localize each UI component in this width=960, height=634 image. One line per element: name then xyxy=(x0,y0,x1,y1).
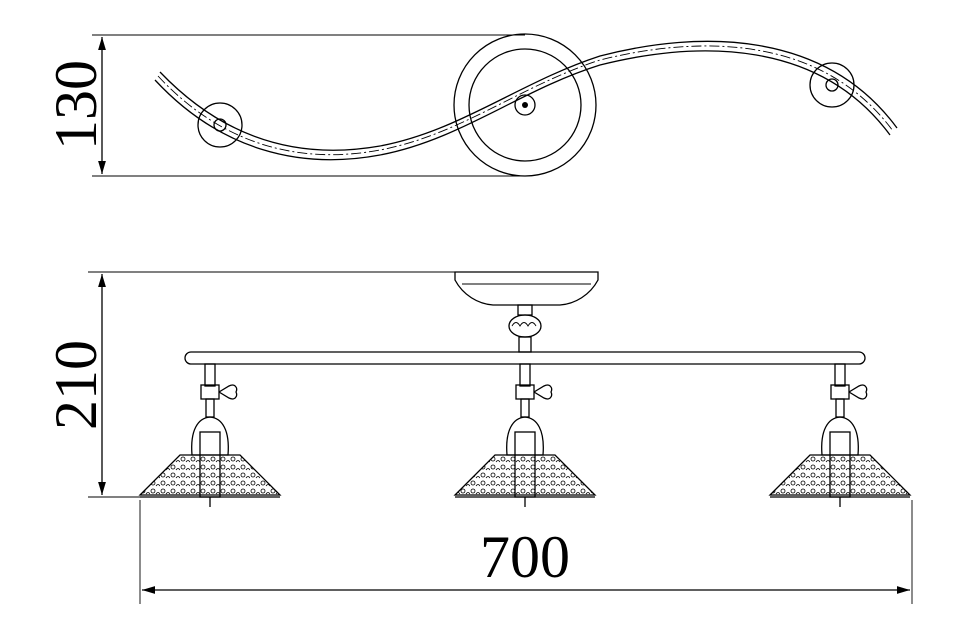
wing-nut-icon xyxy=(218,384,238,400)
lace-shade xyxy=(453,454,597,496)
depth-dimension-label: 130 xyxy=(43,60,109,150)
lamp-neck xyxy=(835,398,845,418)
canopy-center xyxy=(514,94,536,116)
stem-connector xyxy=(517,304,533,316)
front-view: 210 700 xyxy=(43,271,913,604)
lamp-neck xyxy=(520,398,530,418)
wing-nut-icon xyxy=(533,384,553,400)
swivel-joint xyxy=(200,384,220,400)
bulb-holder xyxy=(506,416,544,456)
lamp-neck xyxy=(205,398,215,418)
wing-nut-icon xyxy=(848,384,868,400)
arm-centerline xyxy=(157,45,894,156)
bulb-holder xyxy=(191,416,229,456)
stem xyxy=(518,336,532,353)
lamp-center xyxy=(453,363,597,507)
finial-ornament xyxy=(511,322,537,327)
lamp-left xyxy=(138,363,282,507)
lace-shade xyxy=(138,454,282,496)
curved-arm-outer xyxy=(154,50,891,161)
bulb-holder xyxy=(821,416,859,456)
lamp-right xyxy=(768,363,912,507)
screw-right xyxy=(825,78,839,92)
lace-shade xyxy=(768,454,912,496)
ceiling-canopy xyxy=(454,271,599,306)
decorative-finial xyxy=(508,314,542,338)
height-dimension-label: 210 xyxy=(43,340,109,430)
lamp-stem xyxy=(519,363,531,387)
swivel-joint xyxy=(515,384,535,400)
curved-arm-inner xyxy=(159,40,898,151)
horizontal-bar xyxy=(184,351,866,365)
width-dimension-label: 700 xyxy=(480,524,570,590)
canopy-inner xyxy=(468,48,582,162)
canopy-screw xyxy=(522,102,528,108)
mount-plate-right xyxy=(809,62,855,108)
lamps xyxy=(138,363,912,507)
swivel-joint xyxy=(830,384,850,400)
mount-plate-left xyxy=(197,102,243,148)
lamp-stem xyxy=(204,363,216,387)
top-view: 130 xyxy=(43,33,898,177)
canopy-outer xyxy=(453,33,597,177)
screw-left xyxy=(213,118,227,132)
lamp-stem xyxy=(834,363,846,387)
